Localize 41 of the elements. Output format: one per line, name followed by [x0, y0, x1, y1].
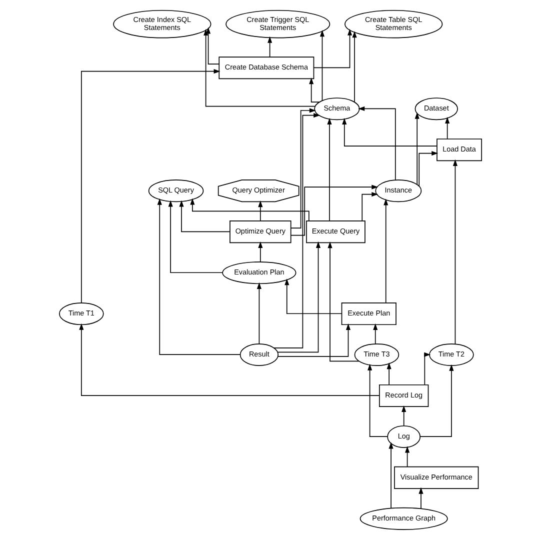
arrow [418, 151, 438, 187]
arrow [206, 27, 219, 65]
arrow [342, 118, 437, 146]
arrow [258, 200, 262, 222]
arrow [404, 446, 410, 468]
arrow [276, 241, 320, 353]
arrow [388, 442, 393, 509]
arrow [414, 112, 419, 186]
arrow [358, 106, 396, 180]
arrow [290, 108, 316, 228]
arrow [168, 200, 223, 274]
arrow [419, 364, 454, 437]
arrow [313, 28, 352, 68]
arrow [178, 200, 230, 232]
arrow [267, 36, 272, 58]
arrow [386, 362, 391, 386]
arrow [190, 198, 309, 222]
arrow [327, 242, 359, 362]
arrow [78, 323, 380, 396]
arrow [361, 192, 378, 222]
arrow [284, 278, 342, 314]
arrow [308, 78, 320, 102]
arrow [258, 242, 262, 262]
arrow [326, 118, 332, 222]
arrow [424, 352, 430, 386]
arrow [276, 323, 350, 357]
arrow [444, 116, 450, 140]
arrow [372, 324, 378, 344]
arrow [452, 159, 457, 344]
arrow [290, 184, 378, 236]
arrow [352, 31, 356, 102]
arrow [383, 198, 388, 304]
arrow [401, 405, 406, 426]
arrow [156, 198, 240, 356]
arrow [80, 69, 220, 304]
arrow [256, 282, 261, 344]
arrow [273, 113, 320, 348]
arrow [203, 29, 315, 107]
arrow [367, 364, 388, 437]
arrow [319, 30, 324, 101]
arrow [418, 487, 423, 509]
